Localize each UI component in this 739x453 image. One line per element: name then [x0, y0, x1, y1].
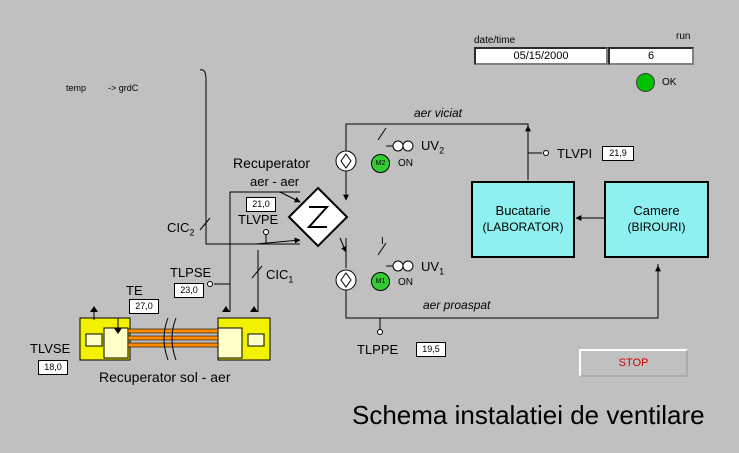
fresh-air-label: aer proaspat — [423, 298, 491, 312]
fresh-air-duct — [345, 264, 659, 319]
exhaust-fan-icon — [335, 150, 357, 172]
run-label: run — [676, 31, 691, 42]
motor-m1-state: ON — [398, 277, 413, 288]
ok-label: OK — [662, 77, 677, 88]
ok-indicator-icon — [636, 73, 655, 92]
tlvse-label: TLVSE — [30, 341, 71, 356]
tlpse-value: 23,0 — [174, 283, 204, 298]
offices-subtitle: (BIROURI) — [627, 220, 686, 234]
tlvpe-label: TLVPE — [238, 212, 279, 227]
heat-exchanger-title: Recuperator — [233, 155, 311, 171]
ground-exchanger-icon — [79, 306, 271, 361]
tlppe-value: 19,5 — [416, 342, 446, 357]
tlvse-value: 18,0 — [38, 360, 68, 375]
motor-m2-state: ON — [398, 158, 413, 169]
tlppe-label: TLPPE — [357, 342, 399, 357]
datetime-label: date/time — [474, 35, 516, 46]
cic2-label[interactable]: CIC2 — [167, 220, 195, 238]
legend-temp: temp — [66, 83, 87, 93]
exhaust-air-label: aer viciat — [414, 106, 463, 120]
uv2-label[interactable]: UV2 — [421, 138, 445, 156]
ground-exchanger-label: Recuperator sol - aer — [99, 369, 231, 385]
stop-button[interactable]: STOP — [579, 349, 688, 377]
datetime-field: 05/15/2000 — [474, 47, 608, 65]
te-label: TE — [126, 283, 143, 298]
tlvpi-label: TLVPI — [557, 146, 593, 161]
exhaust-duct — [345, 123, 529, 180]
run-field: 6 — [608, 47, 694, 65]
motor-m1-icon[interactable]: M1 — [371, 272, 390, 291]
legend-unit: -> grdC — [108, 83, 139, 93]
uv1-label[interactable]: UV1 — [421, 259, 445, 277]
offices-title: Camere — [633, 203, 680, 218]
kitchen-room[interactable]: Bucatarie (LABORATOR) — [471, 181, 575, 258]
te-value: 27,0 — [129, 299, 159, 314]
heat-exchanger-icon — [287, 186, 349, 248]
heat-exchanger-value: 21,0 — [246, 197, 276, 212]
tlpse-label: TLPSE — [170, 265, 212, 280]
cic1-label[interactable]: CIC1 — [266, 267, 294, 285]
heat-exchanger-subtitle: aer - aer — [250, 174, 300, 189]
kitchen-title: Bucatarie — [495, 203, 551, 218]
kitchen-subtitle: (LABORATOR) — [482, 220, 564, 234]
supply-fan-icon — [335, 269, 357, 291]
page-title: Schema instalatiei de ventilare — [352, 400, 705, 430]
motor-m2-icon[interactable]: M2 — [371, 154, 390, 173]
offices-room[interactable]: Camere (BIROURI) — [604, 181, 709, 258]
switch-i-label: I — [381, 236, 384, 247]
tlvpi-value: 21,9 — [602, 146, 634, 161]
